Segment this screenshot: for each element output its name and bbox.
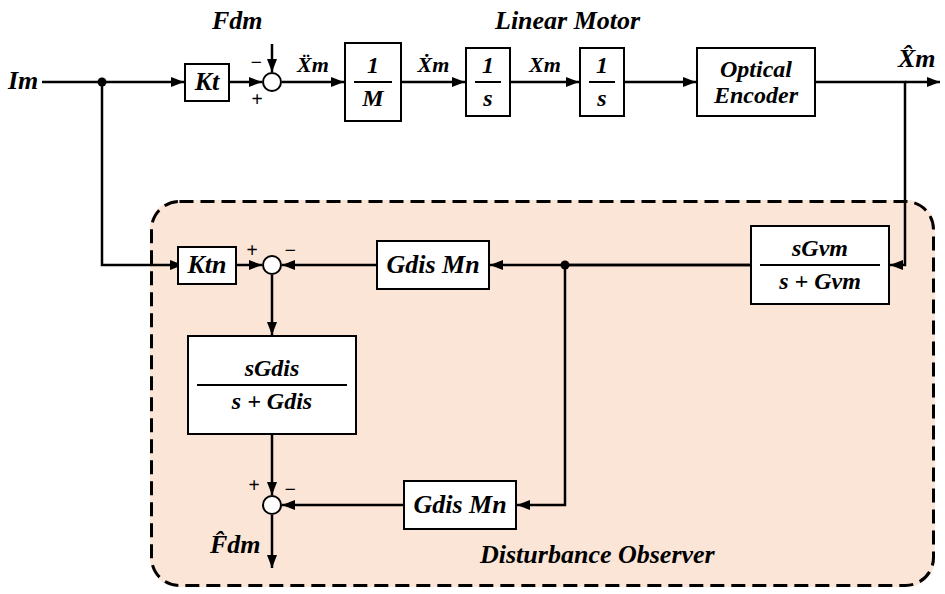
sign-label: + <box>251 89 262 109</box>
transfer-function-block: sGdis s + Gdis <box>187 335 357 435</box>
fraction-bar <box>760 264 880 267</box>
signal-connector <box>402 81 465 84</box>
sign-label: − <box>250 52 262 72</box>
sign-label: − <box>284 479 296 499</box>
signal-connector <box>517 265 750 505</box>
group-title: Linear Motor <box>495 6 640 36</box>
junction-dot <box>98 78 107 87</box>
fraction-bar <box>197 384 347 387</box>
output-wire <box>905 81 940 84</box>
sign-label: + <box>246 240 257 260</box>
block-text: Optical Encoder <box>706 56 806 109</box>
signal-connector <box>271 275 274 335</box>
transfer-block: Ktn <box>177 246 237 285</box>
fraction-bar <box>589 81 615 84</box>
transfer-block: Gdis Mn <box>403 480 517 530</box>
transfer-function-block: 1s <box>465 47 511 117</box>
fraction-bar <box>354 81 392 84</box>
block-text: Gdis Mn <box>386 251 479 280</box>
block-text: 1 <box>482 52 494 78</box>
observer-background <box>150 200 935 587</box>
block-text: sGvm <box>792 235 848 261</box>
transfer-block: Gdis Mn <box>376 240 490 290</box>
transfer-function-block: 1s <box>579 47 625 117</box>
signal-label: Im <box>8 66 38 96</box>
input-branch-wire <box>102 82 183 265</box>
signal-connector <box>282 504 403 507</box>
block-text: 1 <box>596 52 608 78</box>
signal-label: Ẋm <box>416 53 452 77</box>
sign-label: − <box>284 240 296 260</box>
signal-connector <box>271 435 274 495</box>
transfer-block: Optical Encoder <box>696 47 816 117</box>
signal-label: Xm <box>527 53 563 77</box>
block-text: Ktn <box>187 251 226 280</box>
signal-connector <box>230 81 262 84</box>
block-text: Kt <box>195 68 220 97</box>
block-text: M <box>362 85 383 111</box>
connector-group <box>230 82 905 505</box>
transfer-function-block: 1M <box>344 42 402 122</box>
signal-connector <box>282 264 376 267</box>
sign-label: + <box>248 475 259 495</box>
block-text: 1 <box>367 52 379 78</box>
fraction-bar <box>475 81 501 84</box>
summing-junction: +− <box>262 495 282 515</box>
input-wire <box>42 81 184 84</box>
dashed-border <box>152 202 934 586</box>
transfer-function-block: sGvm s + Gvm <box>750 225 890 305</box>
block-text: sGdis <box>245 355 300 381</box>
signal-connector <box>237 264 262 267</box>
summing-junction: +− <box>262 72 282 92</box>
block-text: s + Gvm <box>779 268 861 294</box>
signal-connector <box>625 81 696 84</box>
block-text: s + Gdis <box>232 388 312 414</box>
summing-junction: +− <box>262 255 282 275</box>
region-title: Disturbance Observer <box>480 540 715 570</box>
disturbance-input-wire <box>271 44 274 72</box>
block-text: Gdis Mn <box>413 491 506 520</box>
signal-label: X̂m <box>898 44 936 74</box>
signal-label: F̂dm <box>210 530 261 560</box>
estimate-output-wire <box>271 515 274 568</box>
signal-connector <box>511 81 579 84</box>
transfer-block: Kt <box>184 63 230 102</box>
signal-label: Ẍm <box>295 53 331 77</box>
signal-label: Fdm <box>212 6 263 36</box>
observer-region: Ktn+−Gdis MnsGvms + GvmsGdiss + Gdis+−Gd… <box>150 200 935 587</box>
block-text: s <box>597 85 606 111</box>
block-text: s <box>483 85 492 111</box>
signal-connector <box>282 81 344 84</box>
